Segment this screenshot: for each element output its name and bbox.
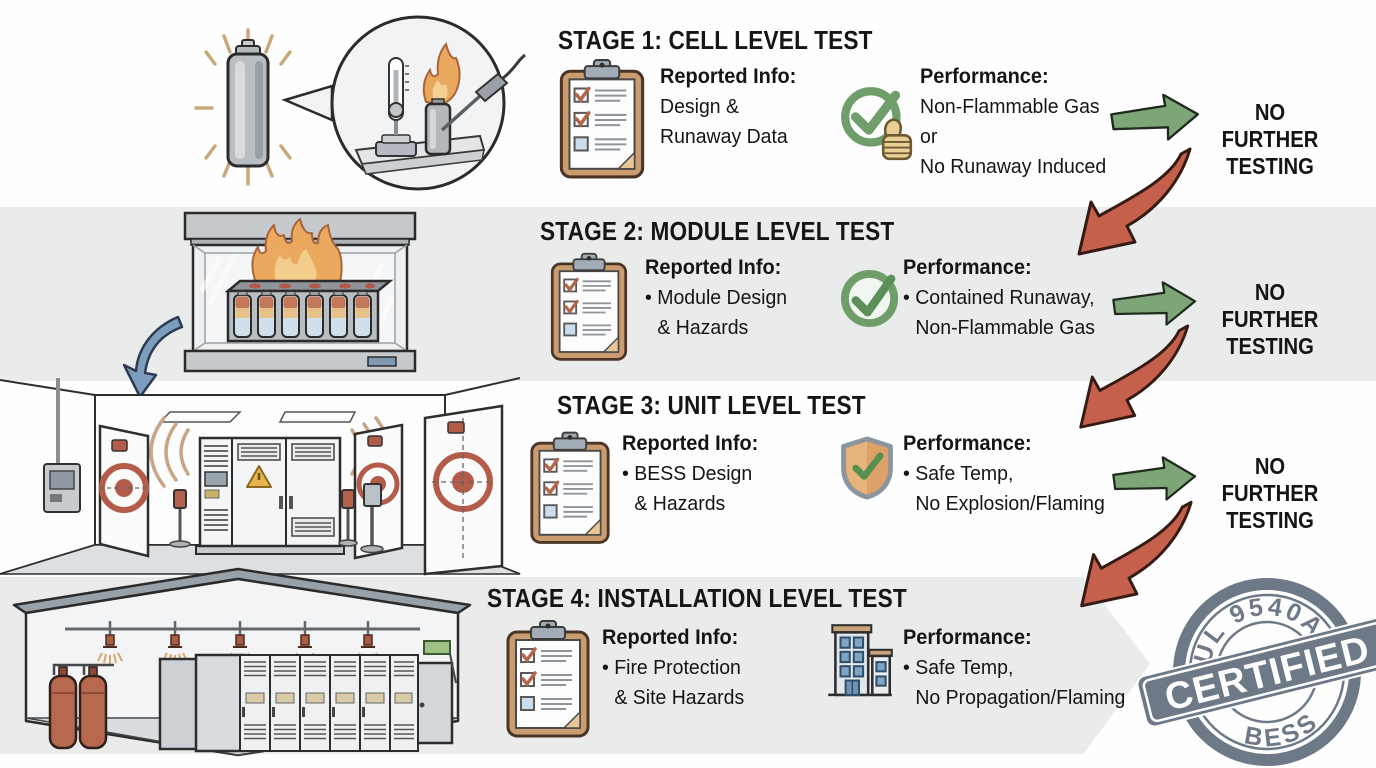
reported-info-heading: Reported Info: — [602, 626, 739, 649]
performance-heading: Performance: — [920, 65, 1049, 88]
outcome-line: TESTING — [1226, 333, 1314, 359]
unit-test-room-illustration — [0, 377, 521, 576]
clipboard-checklist-icon — [528, 425, 612, 551]
blue-down-arrow — [122, 315, 184, 399]
performance-heading: Performance: — [903, 256, 1032, 279]
performance-heading: Performance: — [903, 432, 1032, 455]
flames — [251, 218, 343, 284]
battery-cell-test-illustration — [194, 15, 526, 191]
shield-check-icon — [841, 436, 893, 500]
module-chamber-illustration — [122, 211, 417, 399]
installation-room-illustration — [12, 567, 472, 757]
performance-line: • Contained Runaway, — [903, 286, 1095, 309]
thermometer — [375, 57, 417, 157]
clipboard-checklist-icon — [548, 251, 630, 363]
battery-module — [224, 279, 394, 343]
door — [414, 640, 457, 745]
check-thumbs-up-icon — [841, 87, 913, 161]
reported-info-line: & Hazards — [657, 316, 749, 339]
heat-flux-target-left — [98, 424, 150, 558]
performance-line: No Explosion/Flaming — [915, 492, 1105, 515]
battery-locker-row — [239, 654, 419, 752]
battery-cell — [226, 39, 270, 168]
reported-info-line: • Module Design — [645, 286, 788, 309]
pass-arrow-icon — [1110, 453, 1198, 507]
stage2-reported-info: Reported Info: • Module Design & Hazards — [645, 253, 787, 343]
reported-info-line: Design & — [660, 95, 740, 118]
pass-arrow-icon — [1108, 90, 1202, 148]
stage2-outcome: NO FURTHER TESTING — [1204, 279, 1336, 360]
reported-info-line: & Site Hazards — [614, 686, 745, 709]
stage3-reported-info: Reported Info: • BESS Design & Hazards — [622, 429, 758, 519]
building-icon — [828, 624, 893, 697]
performance-line: or — [920, 125, 938, 148]
stage3-title: STAGE 3: UNIT LEVEL TEST — [557, 390, 866, 420]
cells — [233, 291, 372, 338]
stage1-outcome: NO FURTHER TESTING — [1204, 99, 1336, 180]
stage4-performance-info: Performance: • Safe Temp, No Propagation… — [903, 623, 1125, 713]
sensor-posts — [169, 483, 384, 554]
stage2-performance-info: Performance: • Contained Runaway, Non-Fl… — [903, 253, 1095, 343]
performance-line: • Safe Temp, — [903, 462, 1014, 485]
performance-line: No Propagation/Flaming — [915, 686, 1126, 709]
pass-arrow-icon — [1110, 278, 1198, 332]
reported-info-line: Runaway Data — [660, 125, 788, 148]
outcome-line: TESTING — [1226, 507, 1314, 533]
stage4-reported-info: Reported Info: • Fire Protection & Site … — [602, 623, 744, 713]
clipboard-checklist-icon — [504, 616, 592, 742]
reported-info-heading: Reported Info: — [660, 65, 797, 88]
heat-flux-target-far-right — [423, 404, 504, 576]
gas-cylinders — [48, 663, 114, 750]
bess-cabinet — [195, 436, 345, 555]
stage2-title: STAGE 2: MODULE LEVEL TEST — [540, 216, 895, 246]
heater-probe — [440, 53, 526, 132]
reported-info-heading: Reported Info: — [645, 256, 782, 279]
performance-line: Non-Flammable Gas — [915, 316, 1096, 339]
outcome-line: NO FURTHER — [1221, 453, 1319, 506]
ul9540a-certified-stamp: UL 9540A BESS CERTIFIED — [1136, 577, 1376, 766]
performance-line: Non-Flammable Gas — [920, 95, 1100, 118]
reported-info-line: • BESS Design — [622, 462, 753, 485]
stage3-performance-info: Performance: • Safe Temp, No Explosion/F… — [903, 429, 1105, 519]
reported-info-line: & Hazards — [634, 492, 726, 515]
speech-bubble-pointer — [281, 84, 334, 122]
clipboard-checklist-icon — [556, 57, 648, 181]
stage1-performance-info: Performance: Non-Flammable Gas or No Run… — [920, 62, 1106, 182]
reported-info-line: • Fire Protection — [602, 656, 741, 679]
performance-line: • Safe Temp, — [903, 656, 1014, 679]
gray-cabinets — [158, 653, 246, 753]
reported-info-heading: Reported Info: — [622, 432, 759, 455]
outcome-line: TESTING — [1226, 153, 1314, 179]
wall-instrument — [43, 378, 81, 513]
check-circle-icon — [840, 269, 899, 328]
heated-cell-with-flame — [422, 41, 461, 156]
outcome-line: NO FURTHER — [1221, 279, 1319, 332]
stage4-title: STAGE 4: INSTALLATION LEVEL TEST — [487, 583, 907, 613]
performance-line: No Runaway Induced — [920, 155, 1107, 178]
performance-heading: Performance: — [903, 626, 1032, 649]
stage1-title: STAGE 1: CELL LEVEL TEST — [558, 25, 873, 55]
outcome-line: NO FURTHER — [1221, 99, 1319, 152]
stage3-outcome: NO FURTHER TESTING — [1204, 453, 1336, 534]
stage1-reported-info: Reported Info: Design & Runaway Data — [660, 62, 796, 152]
